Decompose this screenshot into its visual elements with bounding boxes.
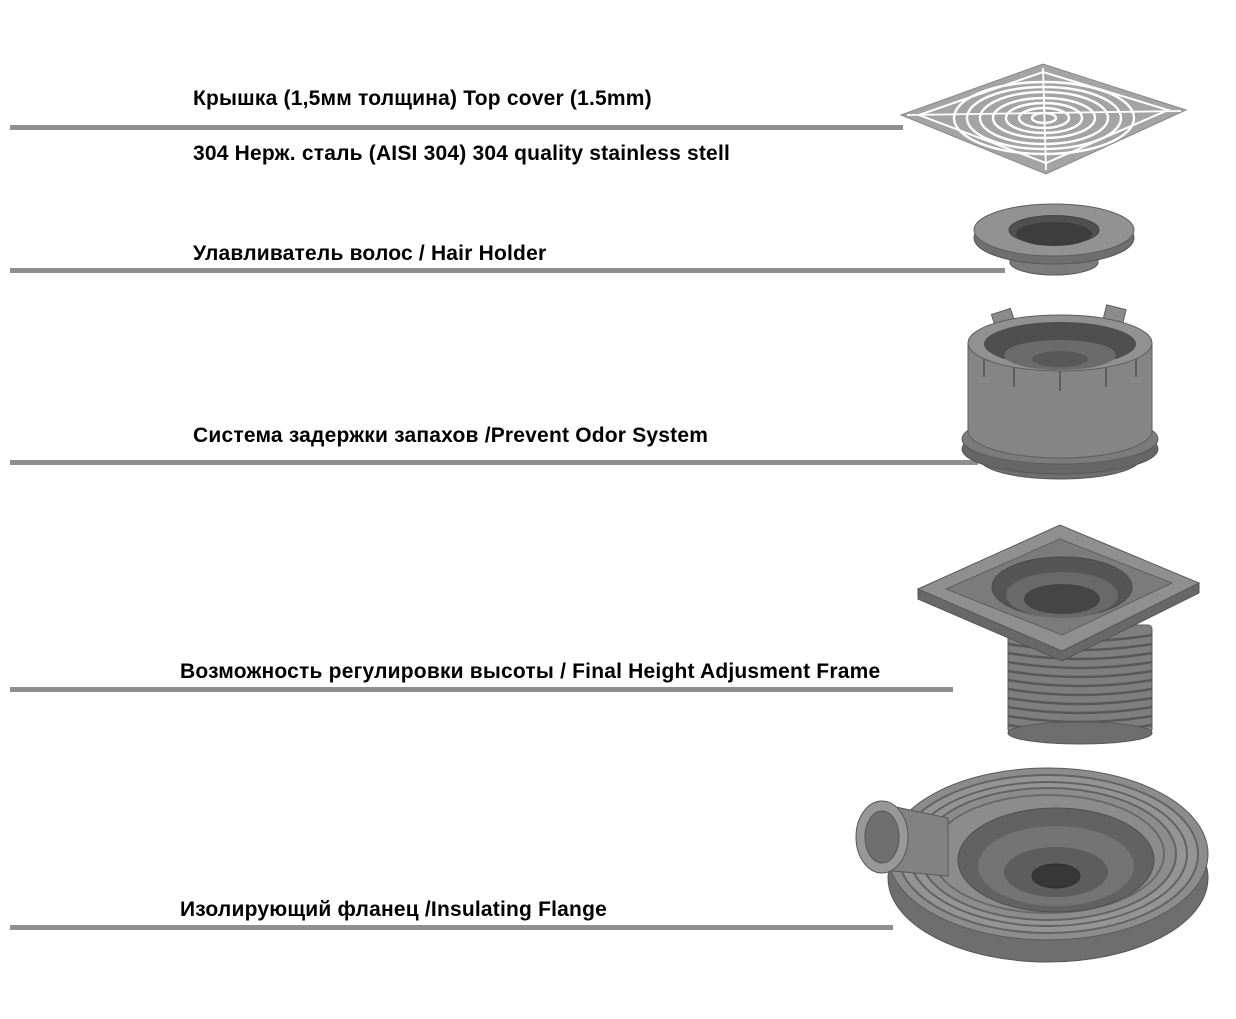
label-height-adjustment-frame: Возможность регулировки высоты / Final H… (180, 660, 881, 683)
leader-line-prevent-odor-system (10, 460, 978, 465)
leader-line-top-cover (10, 125, 903, 130)
label-prevent-odor-system: Система задержки запахов /Prevent Odor S… (193, 424, 709, 447)
top-cover-grate-image (899, 63, 1188, 175)
label-top-cover: Крышка (1,5мм толщина) Top cover (1.5mm) (193, 87, 652, 110)
leader-line-height-adjustment-frame (10, 687, 953, 692)
hair-holder-image (973, 203, 1135, 276)
label-top-cover-material: 304 Нерж. сталь (AISI 304) 304 quality s… (193, 142, 731, 165)
label-hair-holder: Улавливатель волос / Hair Holder (193, 242, 547, 265)
height-adjustment-frame-image (916, 524, 1201, 745)
label-insulating-flange: Изолирующий фланец /Insulating Flange (180, 898, 607, 921)
insulating-flange-image (855, 767, 1209, 963)
prevent-odor-system-image (961, 304, 1159, 480)
leader-line-hair-holder (10, 268, 1005, 273)
leader-line-insulating-flange (10, 925, 893, 930)
